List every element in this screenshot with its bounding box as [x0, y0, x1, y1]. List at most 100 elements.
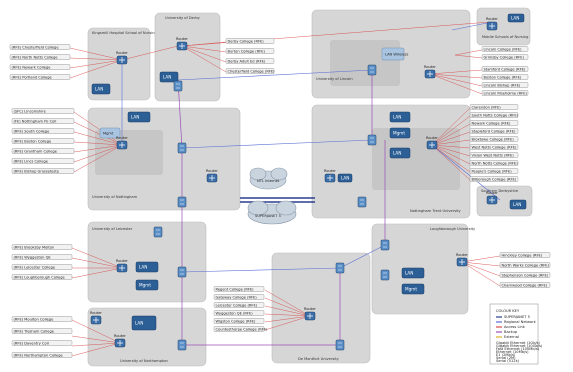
- site-label: (RFE) Leicester College: [14, 266, 56, 270]
- switch-notts-2: [177, 196, 187, 208]
- legend-notes: Gigabit Ethernet (1Gb/s)Gigabit Ethernet…: [496, 341, 543, 363]
- lan-label: LAN: [341, 176, 349, 181]
- lan-label: LAN: [513, 202, 521, 207]
- site-label: (RFE) Portland College: [12, 76, 53, 80]
- site-sites-right-3-5: West Notts College (RFE): [469, 144, 519, 150]
- lan-label: Mgmt: [393, 131, 405, 136]
- zone-ntu-inner: [372, 128, 460, 190]
- site-sites-left-4-1: (RFE) Tresham College: [11, 328, 73, 334]
- lan-label: LAN: [393, 115, 401, 120]
- site-label: West Notts College (RFE): [472, 146, 517, 150]
- router-leicester: Router: [116, 259, 128, 273]
- site-sites-dmu-1: Gateway College (RFE): [213, 294, 265, 300]
- zone-dmu: [271, 252, 371, 364]
- lan-label: LAN: [139, 265, 147, 270]
- lan-northampton: LAN: [131, 315, 157, 331]
- router-caption: Router: [426, 136, 438, 140]
- legend-item-0: SUPERJANET 5: [496, 315, 530, 319]
- lan-derby: LAN: [159, 71, 179, 83]
- router-caption: Router: [324, 169, 336, 173]
- site-label: (RFE) Loughborough College: [14, 276, 66, 280]
- link-derby-notts: [177, 79, 183, 149]
- site-sites-left-1-2: (RFE) Newark College: [9, 64, 71, 70]
- router-caption: Router: [176, 37, 188, 41]
- site-sites-right-4-0: Hinckley College (RFE): [499, 252, 551, 258]
- cloud-ntl-label: NTL Internet: [257, 179, 280, 183]
- site-label: (RFE) North Notts College: [12, 56, 59, 60]
- legend-item-2: Access Link: [496, 325, 526, 329]
- site-label: (RFE) South College: [14, 130, 51, 134]
- access-links: [69, 21, 501, 357]
- legend-note-6: Serial (512k): [496, 359, 520, 363]
- site-label: Lincoln Riseholme (RFE): [484, 92, 528, 96]
- site-sites-right-2-3: Lincoln Riseholme (RFE): [481, 90, 529, 96]
- legend-item-4: External: [496, 335, 519, 339]
- switch-notts: [177, 142, 187, 154]
- zone-title-nottingham: University of Nottingham: [92, 195, 138, 199]
- site-label: Countesthorpe College (RFE): [216, 328, 269, 332]
- site-label: (RFE) Boston College: [14, 140, 53, 144]
- router-caption: Router: [116, 136, 128, 140]
- fan-right-2: [429, 69, 483, 95]
- site-sites-right-1-1: Grimsby College (RFE): [481, 54, 529, 60]
- link-leicester-dmu: [181, 267, 341, 273]
- site-sites-left-3-1: (RFE) Wyggeston QE: [11, 254, 73, 260]
- site-sites-right-4-2: Stephenson College (RFE): [499, 272, 551, 278]
- link-kingsmill-derby: [121, 45, 179, 61]
- fan-right-4: [461, 255, 501, 287]
- legend-title: COLOUR KEY: [496, 309, 520, 313]
- site-sites-left-1-3: (RFE) Portland College: [9, 74, 71, 80]
- lan-notts-1: LAN: [127, 111, 151, 123]
- legend-note-2: Fast Ethernet (100Mb/s): [496, 347, 540, 351]
- legend-item-label: External: [504, 335, 519, 339]
- zone-derby: [154, 12, 221, 102]
- router-notts-2: Router: [206, 169, 218, 183]
- site-label: Broxtowe College (RFE): [472, 138, 515, 142]
- lan-mobile: LAN: [507, 13, 525, 23]
- site-label: Leicester College (RFE): [216, 304, 258, 308]
- cloud-ntl: NTL Internet: [249, 167, 288, 190]
- lan-kingsmill: LAN: [91, 83, 111, 95]
- switch-derby: [173, 80, 183, 92]
- site-sites-left-1-1: (RFE) North Notts College: [9, 54, 71, 60]
- router-caption: Router: [304, 307, 316, 311]
- lan-ntu-3: LAN: [389, 147, 411, 159]
- zone-title-lincoln: University of Lincoln: [316, 77, 353, 81]
- site-label: (RFE) Chesterfield College: [12, 46, 60, 50]
- lan-lincoln-1: LAN Wireless: [381, 47, 409, 61]
- site-sites-left-3-2: (RFE) Leicester College: [11, 264, 73, 270]
- site-label: (FE) Nottingham FE Coll: [14, 120, 57, 124]
- legend-note-5: Serial (2M): [496, 356, 516, 360]
- router-caption: Router: [456, 253, 468, 257]
- router-caption: Router: [486, 191, 498, 195]
- site-label: (RFE) Bishop Grosseteste: [14, 170, 60, 174]
- site-label: (SFC) Lincolnshire: [14, 110, 47, 114]
- site-sites-right-3-0: Clarendon (RFE): [469, 104, 519, 110]
- zone-title-leicester: University of Leicester: [92, 227, 133, 231]
- router-kingsmill: Router: [116, 51, 128, 65]
- site-sites-right-3-1: South Notts College (RFE): [469, 112, 519, 118]
- lan-label: LAN: [163, 75, 171, 80]
- fan-right-1: [454, 49, 483, 59]
- switch-loughborough: [380, 239, 390, 251]
- switch-ntu: [367, 134, 377, 146]
- site-label: (RFE) Newark College: [12, 66, 52, 70]
- legend-note-1: Gigabit Ethernet (10Gb/s): [496, 344, 543, 348]
- site-sites-left-2-3: (RFE) Boston College: [11, 138, 75, 144]
- site-sites-derby-0: Derby College (RFE): [225, 38, 275, 44]
- switch-dmu-2: [335, 339, 345, 351]
- site-label: People's College (RFE): [472, 170, 513, 174]
- site-label: Charnwood College (RFE): [502, 284, 548, 288]
- router-southern: Router: [486, 191, 498, 205]
- fan-left-3: [71, 247, 123, 279]
- site-label: Clarendon (RFE): [472, 106, 502, 110]
- site-label: Gateway College (RFE): [216, 296, 258, 300]
- switch-northampton: [177, 339, 187, 351]
- site-label: Lincoln Bishop (RFE): [484, 84, 521, 88]
- legend-note-3: Ethernet (10Mb/s): [496, 350, 529, 354]
- switch-leicester-2: [153, 226, 163, 238]
- fan-left-1: [69, 47, 123, 79]
- site-sites-right-3-2: Newark College (RFE): [469, 120, 519, 126]
